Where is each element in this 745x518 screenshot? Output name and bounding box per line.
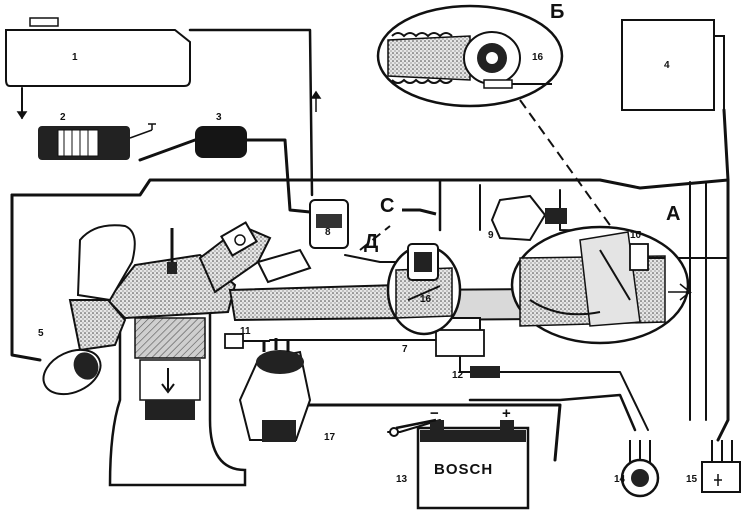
- detail-inset-d: [386, 243, 462, 336]
- label-13: 13: [396, 474, 408, 485]
- component-labels: 1 2 3 4 5 7 8 9 10 11 12 13 14 15 16 17 …: [38, 52, 698, 485]
- relay: [620, 440, 660, 498]
- label-section-b: Б: [550, 1, 564, 23]
- battery-minus: −: [430, 405, 439, 422]
- detail-inset-b: [376, 4, 564, 108]
- label-2: 2: [60, 112, 66, 123]
- label-section-c: С: [380, 195, 394, 217]
- battery-brand: BOSCH: [434, 461, 493, 478]
- label-section-a: А: [666, 203, 680, 225]
- section-labels: Б А С Д: [364, 1, 680, 253]
- label-16-inset: 16: [420, 294, 432, 305]
- label-15: 15: [686, 474, 698, 485]
- detail-inset-a: [510, 225, 693, 345]
- pressure-regulator: [309, 199, 349, 249]
- intake-runner: [198, 221, 312, 294]
- idle-valve: [435, 329, 540, 373]
- label-9: 9: [488, 230, 494, 241]
- label-1: 1: [72, 52, 78, 63]
- label-4: 4: [664, 60, 670, 71]
- oxygen-sensor: [42, 348, 102, 396]
- label-8: 8: [325, 227, 331, 238]
- fuel-pump: [38, 123, 156, 160]
- flow-arrows: [16, 90, 322, 120]
- battery-plus: +: [502, 405, 511, 422]
- battery: [389, 418, 530, 510]
- label-11: 11: [240, 326, 251, 337]
- fuel-filter: [195, 126, 247, 158]
- label-10: 10: [630, 230, 642, 241]
- throttle-switch: [490, 194, 567, 242]
- leader-lines: [359, 99, 613, 251]
- label-7: 7: [402, 344, 408, 355]
- thermo-switch: [470, 366, 500, 378]
- label-section-d: Д: [364, 231, 378, 253]
- label-5: 5: [38, 328, 44, 339]
- label-12: 12: [452, 370, 464, 381]
- wiring-harness: [10, 28, 730, 462]
- connector-c: [402, 208, 437, 216]
- label-16: 16: [532, 52, 544, 63]
- control-unit: [621, 19, 725, 111]
- label-17: 17: [324, 432, 336, 443]
- fuel-tank: [5, 17, 191, 87]
- label-14: 14: [614, 474, 626, 485]
- label-3: 3: [216, 112, 222, 123]
- battery-labels: BOSCH − +: [430, 405, 511, 478]
- engine-block: [68, 224, 247, 487]
- distributor: [238, 338, 312, 442]
- fuse-box: [701, 440, 741, 493]
